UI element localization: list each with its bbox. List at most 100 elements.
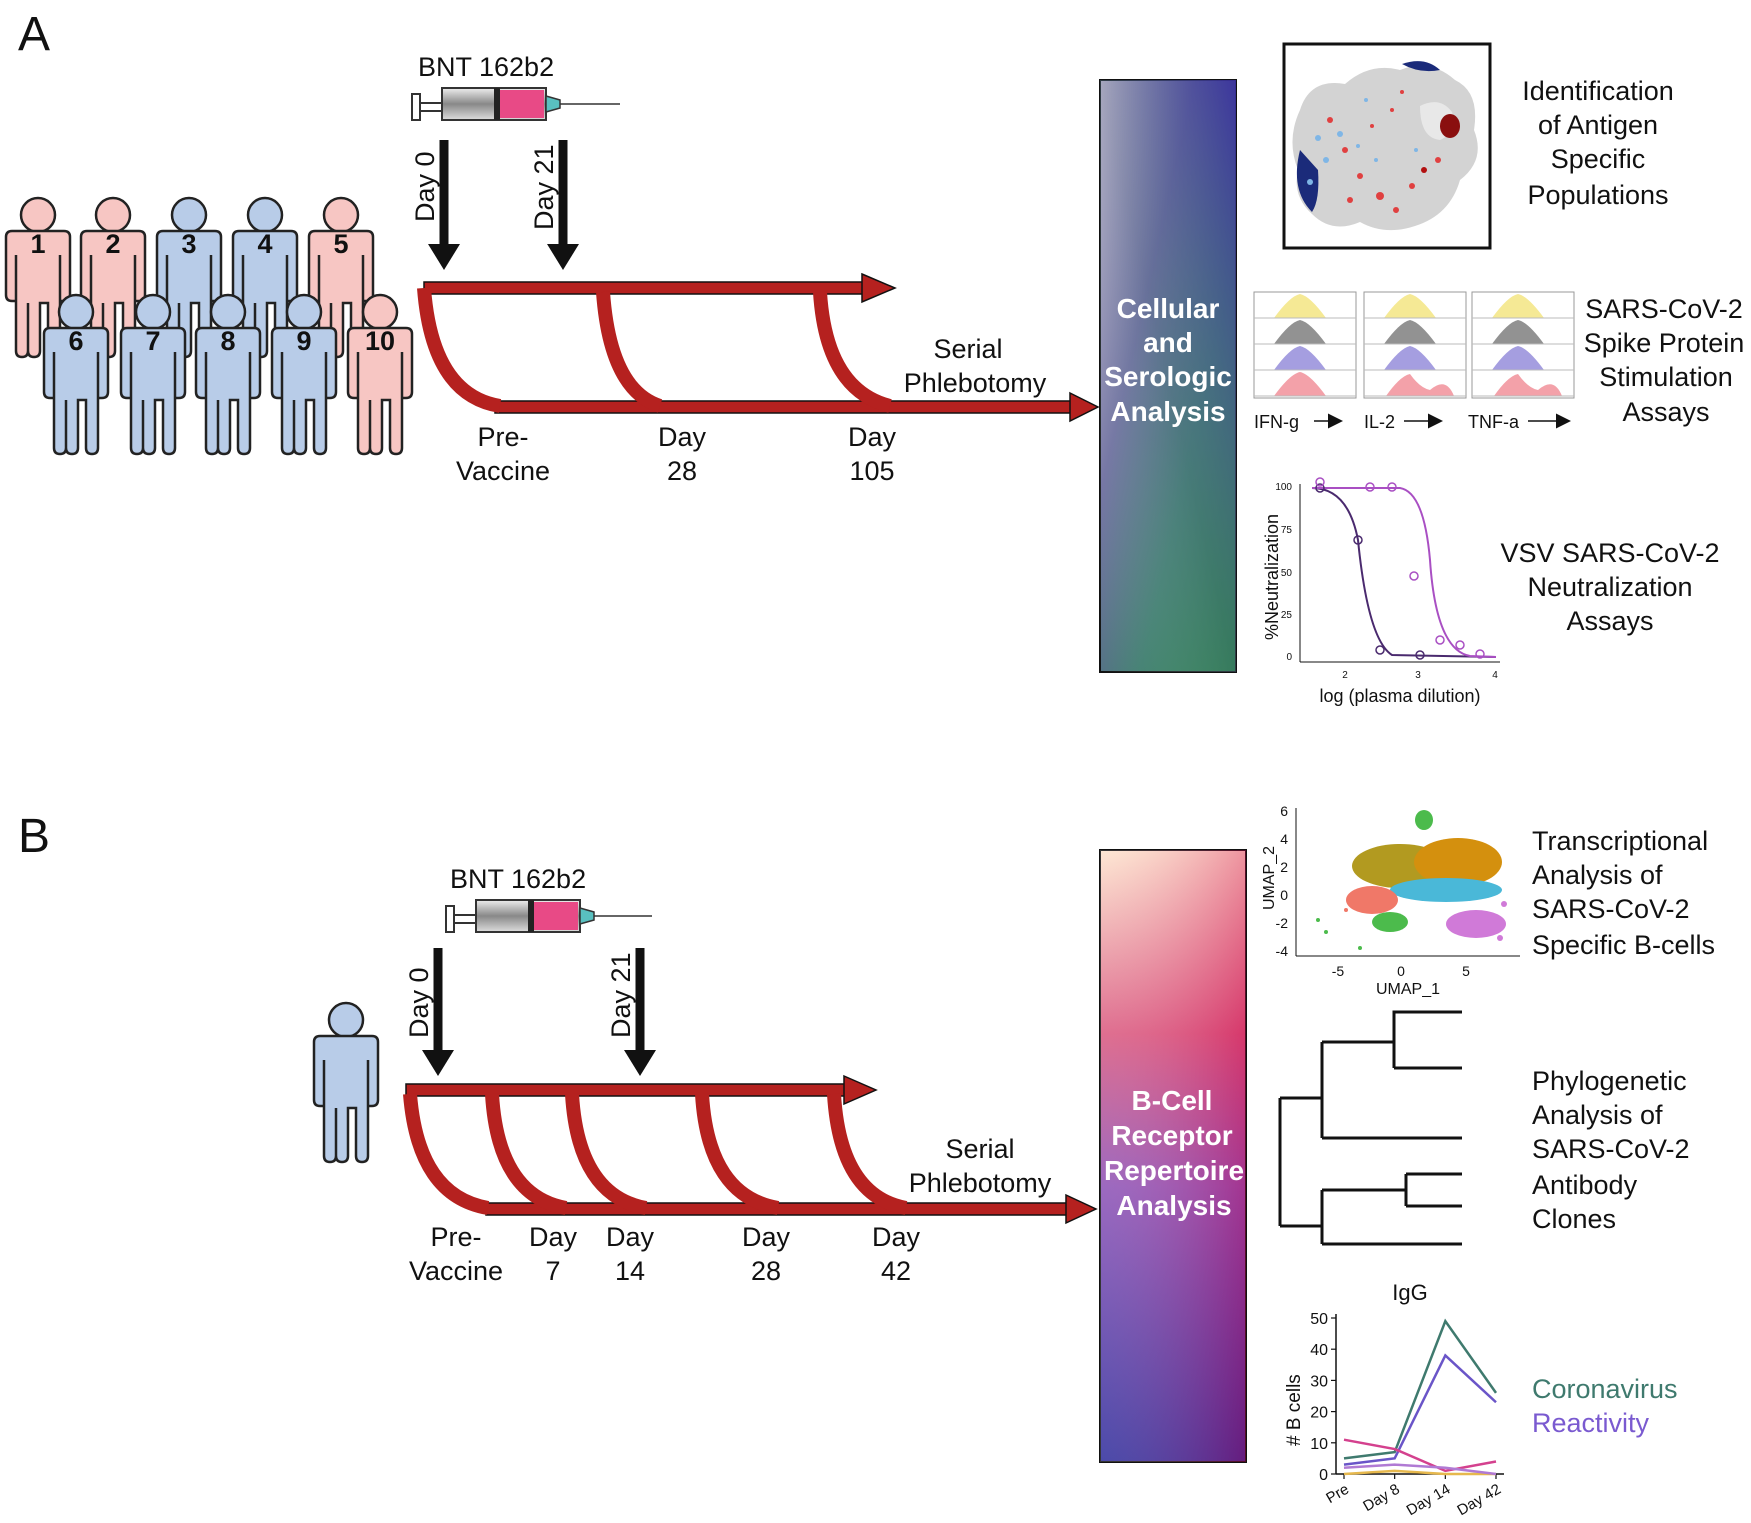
flow-histogram xyxy=(1254,372,1356,396)
svg-text:%Neutralization: %Neutralization xyxy=(1262,514,1282,640)
tp-a-1-l2: 28 xyxy=(667,456,697,486)
svg-text:Populations: Populations xyxy=(1527,180,1668,210)
svg-text:IFN-g: IFN-g xyxy=(1254,412,1299,432)
svg-text:of Antigen: of Antigen xyxy=(1538,110,1658,140)
svg-text:UMAP_1: UMAP_1 xyxy=(1376,981,1440,998)
series-line xyxy=(1343,1463,1497,1476)
output-a-1: SARS-CoV-2 Spike Protein Stimulation Ass… xyxy=(1584,294,1745,427)
neutralization-plot: 100 75 50 25 0 2 3 4 %Neutralization log… xyxy=(1262,477,1500,706)
svg-text:Day: Day xyxy=(529,1222,578,1252)
svg-text:VSV SARS-CoV-2: VSV SARS-CoV-2 xyxy=(1500,538,1719,568)
svg-text:Clones: Clones xyxy=(1532,1204,1616,1234)
phylogenetic-tree xyxy=(1278,1010,1462,1246)
svg-text:Spike Protein: Spike Protein xyxy=(1584,328,1745,358)
analysis-a-l1: Cellular xyxy=(1117,293,1220,324)
analysis-b-l2: Receptor xyxy=(1111,1120,1232,1151)
svg-text:Phylogenetic: Phylogenetic xyxy=(1532,1066,1687,1096)
x-tick-label: Day 8 xyxy=(1360,1481,1402,1515)
svg-text:75: 75 xyxy=(1281,525,1293,536)
chart-title: IgG xyxy=(1392,1280,1427,1305)
flow-histogram xyxy=(1472,294,1574,318)
dose2-label-b: Day 21 xyxy=(606,952,636,1038)
serial-label-b1: Serial xyxy=(945,1134,1014,1164)
tp-a-2-l1: Day xyxy=(848,422,897,452)
series-line xyxy=(1343,1318,1498,1460)
svg-text:42: 42 xyxy=(881,1256,911,1286)
dose2-label-a: Day 21 xyxy=(529,144,559,230)
svg-text:25: 25 xyxy=(1281,610,1293,621)
svg-text:Day: Day xyxy=(872,1222,921,1252)
flow-histogram xyxy=(1472,346,1574,370)
flow-histogram xyxy=(1472,374,1574,396)
svg-text:7: 7 xyxy=(545,1256,560,1286)
flow-histograms xyxy=(1253,291,1575,399)
svg-text:Analysis of: Analysis of xyxy=(1532,860,1663,890)
flow-labels: IFN-g IL-2 TNF-a xyxy=(1254,412,1571,432)
y-tick-label: 40 xyxy=(1310,1342,1328,1359)
y-axis-label: # B cells xyxy=(1284,1374,1305,1446)
participant-number: 2 xyxy=(105,229,120,259)
svg-text:0: 0 xyxy=(1397,963,1405,979)
svg-text:50: 50 xyxy=(1281,568,1293,579)
x-tick-label: Day 14 xyxy=(1404,1481,1454,1518)
svg-text:UMAP_2: UMAP_2 xyxy=(1261,846,1278,910)
svg-text:Assays: Assays xyxy=(1566,606,1653,636)
output-b-1: Phylogenetic Analysis of SARS-CoV-2 Anti… xyxy=(1532,1066,1690,1234)
y-tick-label: 0 xyxy=(1319,1467,1328,1484)
syringe-icon xyxy=(411,87,620,121)
svg-text:0: 0 xyxy=(1280,887,1288,903)
syringe-icon-b xyxy=(445,899,652,933)
output-a-0: Identification of Antigen Specific Popul… xyxy=(1522,76,1674,210)
svg-text:Reactivity: Reactivity xyxy=(1532,1408,1650,1438)
svg-text:4: 4 xyxy=(1492,670,1498,681)
y-tick-label: 50 xyxy=(1310,1311,1328,1328)
participant-number: 10 xyxy=(365,326,395,356)
series-line xyxy=(1343,1353,1497,1466)
svg-text:3: 3 xyxy=(1415,670,1421,681)
svg-text:Day: Day xyxy=(606,1222,655,1252)
x-tick-label: Pre xyxy=(1323,1481,1352,1507)
svg-text:Assays: Assays xyxy=(1622,397,1709,427)
svg-text:Transcriptional: Transcriptional xyxy=(1532,826,1708,856)
svg-text:5: 5 xyxy=(1462,963,1470,979)
participant-icon-b xyxy=(312,1001,380,1164)
svg-text:2: 2 xyxy=(1342,670,1348,681)
svg-text:28: 28 xyxy=(751,1256,781,1286)
svg-text:2: 2 xyxy=(1280,859,1288,875)
participant-number: 6 xyxy=(68,326,83,356)
flow-histogram xyxy=(1364,320,1466,344)
dose1-label-b: Day 0 xyxy=(404,967,434,1038)
series-line xyxy=(1343,1469,1496,1476)
flow-histogram xyxy=(1364,294,1466,318)
svg-text:100: 100 xyxy=(1275,482,1292,493)
tp-a-2-l2: 105 xyxy=(849,456,894,486)
svg-text:Identification: Identification xyxy=(1522,76,1674,106)
tp-a-0-l2: Vaccine xyxy=(456,456,550,486)
svg-text:Vaccine: Vaccine xyxy=(409,1256,503,1286)
timepoints-b: Pre- Vaccine Day 7 Day 14 Day 28 Day 42 xyxy=(409,1222,921,1286)
svg-text:Antibody: Antibody xyxy=(1532,1170,1638,1200)
panel-b-letter: B xyxy=(18,810,50,863)
output-b-0: Transcriptional Analysis of SARS-CoV-2 S… xyxy=(1532,826,1715,960)
svg-text:-2: -2 xyxy=(1276,915,1289,931)
vaccine-label-b: BNT 162b2 xyxy=(450,864,586,894)
svg-text:Analysis of: Analysis of xyxy=(1532,1100,1663,1130)
svg-text:14: 14 xyxy=(615,1256,645,1286)
flow-histogram xyxy=(1254,294,1356,318)
flow-histogram xyxy=(1254,320,1356,344)
svg-text:TNF-a: TNF-a xyxy=(1468,412,1520,432)
svg-text:4: 4 xyxy=(1280,831,1288,847)
svg-text:log (plasma dilution): log (plasma dilution) xyxy=(1319,686,1480,706)
svg-text:Coronavirus: Coronavirus xyxy=(1532,1374,1678,1404)
analysis-a-l2: and xyxy=(1143,327,1193,358)
tp-a-0-l1: Pre- xyxy=(477,422,528,452)
svg-text:Specific: Specific xyxy=(1551,144,1646,174)
flow-histogram xyxy=(1364,374,1466,396)
participant-number: 7 xyxy=(145,326,160,356)
svg-text:Day: Day xyxy=(742,1222,791,1252)
umap-plot: 6 4 2 0 -2 -4 -5 0 5 UMAP_2 UMAP_1 xyxy=(1261,803,1520,998)
flow-histogram xyxy=(1364,346,1466,370)
